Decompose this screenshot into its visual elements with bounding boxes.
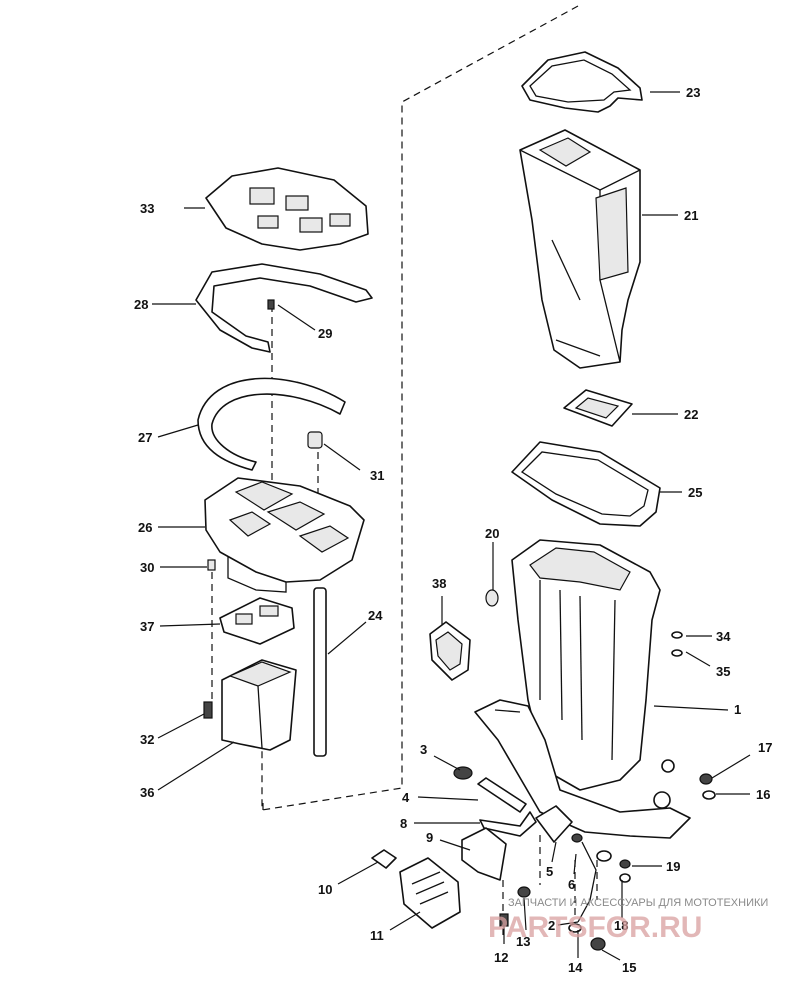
callout-27: 27 xyxy=(138,430,152,445)
part-24-shaft xyxy=(313,587,327,757)
part-1-driveshaft-housing xyxy=(474,539,691,839)
part-13-nut xyxy=(517,886,531,898)
callout-6: 6 xyxy=(568,877,575,892)
part-3-nut xyxy=(453,766,473,780)
part-29-screw xyxy=(267,299,275,310)
part-34-35-washers xyxy=(671,631,683,657)
callout-26: 26 xyxy=(138,520,152,535)
callout-31: 31 xyxy=(370,468,384,483)
part-15-screw xyxy=(590,937,606,951)
callout-32: 32 xyxy=(140,732,154,747)
part-21-upper-cover xyxy=(519,129,641,369)
part-26-adapter-plate xyxy=(204,477,365,593)
part-28-seal xyxy=(195,263,373,353)
callout-36: 36 xyxy=(140,785,154,800)
callout-leader-lines xyxy=(152,91,751,961)
callout-18: 18 xyxy=(614,918,628,933)
callout-28: 28 xyxy=(134,297,148,312)
callout-4: 4 xyxy=(402,790,410,805)
callout-14: 14 xyxy=(568,960,583,975)
callout-22: 22 xyxy=(684,407,698,422)
part-27-seal-strip xyxy=(197,377,346,471)
callout-1: 1 xyxy=(734,702,741,717)
callout-3: 3 xyxy=(420,742,427,757)
callout-30: 30 xyxy=(140,560,154,575)
callout-11: 11 xyxy=(370,928,384,943)
part-36-exhaust-tube xyxy=(221,659,297,751)
callout-23: 23 xyxy=(686,85,700,100)
watermark-site: PARTSFOR.RU xyxy=(488,911,702,944)
callout-21: 21 xyxy=(684,208,698,223)
callout-16: 16 xyxy=(756,787,770,802)
callout-24: 24 xyxy=(368,608,383,623)
part-23-top-cowl-gasket xyxy=(521,51,643,113)
callout-17: 17 xyxy=(758,740,772,755)
callout-35: 35 xyxy=(716,664,730,679)
part-32-screw xyxy=(203,701,213,719)
part-25-gasket xyxy=(511,441,661,527)
part-22-seal xyxy=(563,389,633,427)
part-9-bracket xyxy=(461,827,507,881)
callout-2: 2 xyxy=(548,918,555,933)
part-37-gasket xyxy=(219,597,295,645)
assembly-boundary-lines xyxy=(211,5,598,935)
part-2-lead xyxy=(577,841,597,923)
callout-34: 34 xyxy=(716,629,731,644)
part-38-grommet xyxy=(429,621,471,681)
watermark: ЗАПЧАСТИ И АКСЕССУАРЫ ДЛЯ МОТОТЕХНИКИ PA… xyxy=(488,897,768,944)
part-20-plug xyxy=(485,589,499,607)
part-30-pin xyxy=(207,559,216,571)
part-10-screw xyxy=(371,849,397,869)
part-4-bolt xyxy=(477,777,527,813)
callout-15: 15 xyxy=(622,960,636,975)
callout-8: 8 xyxy=(400,816,407,831)
part-31-sleeve xyxy=(307,431,323,449)
part-33-adapter-plate-gasket xyxy=(205,167,369,251)
callout-25: 25 xyxy=(688,485,702,500)
callout-37: 37 xyxy=(140,619,154,634)
part-5-anode-bracket xyxy=(535,805,583,843)
callout-19: 19 xyxy=(666,859,680,874)
part-6-washer xyxy=(596,850,612,862)
callout-33: 33 xyxy=(140,201,154,216)
callout-29: 29 xyxy=(318,326,332,341)
callout-10: 10 xyxy=(318,882,332,897)
callout-9: 9 xyxy=(426,830,433,845)
watermark-tagline: ЗАПЧАСТИ И АКСЕССУАРЫ ДЛЯ МОТОТЕХНИКИ xyxy=(508,897,768,909)
part-11-anode xyxy=(399,857,461,929)
callout-labels: 23 21 22 25 1 34 35 17 16 19 18 15 14 2 … xyxy=(134,85,772,975)
callout-13: 13 xyxy=(516,934,530,949)
callout-12: 12 xyxy=(494,950,508,965)
part-8-ground-strap xyxy=(479,811,537,837)
callout-38: 38 xyxy=(432,576,446,591)
callout-20: 20 xyxy=(485,526,499,541)
callout-5: 5 xyxy=(546,864,553,879)
